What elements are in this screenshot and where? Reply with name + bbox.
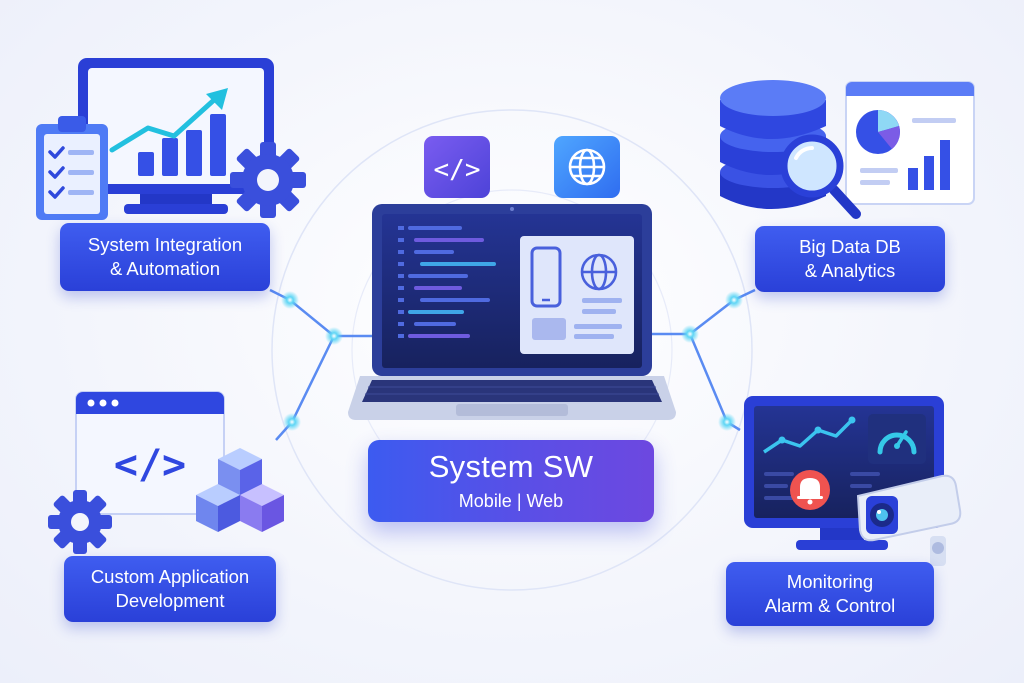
node-integration-label: System Integration & Automation (60, 223, 270, 291)
node-dot (283, 413, 301, 431)
background-ring-outer (271, 109, 753, 591)
code-lines (398, 226, 496, 338)
laptop-icon (348, 204, 676, 420)
connection-nodes (281, 291, 743, 431)
gear-icon (48, 490, 112, 554)
node-dot (718, 413, 736, 431)
node-integration-line2: & Automation (109, 258, 221, 279)
svg-text:</>: </> (434, 155, 481, 185)
node-dot (281, 291, 299, 309)
link-integration (269, 288, 372, 338)
node-bigdata-line1: Big Data DB (799, 236, 901, 257)
node-dot (725, 291, 743, 309)
node-integration-line1: System Integration (87, 234, 243, 255)
alarm-bell-icon (790, 470, 830, 510)
center-system-box: System SW Mobile | Web (368, 440, 654, 522)
node-custom-line1: Custom Application (90, 566, 250, 587)
node-bigdata-label: Big Data DB & Analytics (755, 226, 945, 292)
node-monitoring-label: Monitoring Alarm & Control (726, 562, 934, 626)
magnifier-icon (780, 134, 861, 219)
node-dot (325, 327, 343, 345)
monitor-chart-icon (78, 58, 274, 214)
globe-badge-icon (554, 136, 620, 198)
dashboard-panel-icon (845, 81, 975, 205)
code-window-icon: </> (75, 391, 225, 515)
node-monitoring-line2: Alarm & Control (764, 595, 896, 616)
node-custom-line2: Development (115, 590, 225, 611)
gauge-icon (868, 414, 926, 464)
svg-text:</>: </> (114, 442, 186, 488)
security-camera-icon (856, 474, 962, 566)
link-bigdata (652, 288, 756, 336)
code-badge-icon: </> (424, 136, 490, 198)
node-bigdata-line2: & Analytics (804, 260, 896, 281)
node-custom-label: Custom Application Development (64, 556, 276, 622)
center-subtitle: Mobile | Web (458, 491, 564, 511)
node-dot (681, 325, 699, 343)
cubes-icon (196, 448, 284, 532)
clipboard-checklist-icon (36, 116, 108, 220)
gear-icon (230, 142, 306, 218)
center-title: System SW (428, 449, 594, 484)
node-monitoring-line1: Monitoring (786, 571, 874, 592)
